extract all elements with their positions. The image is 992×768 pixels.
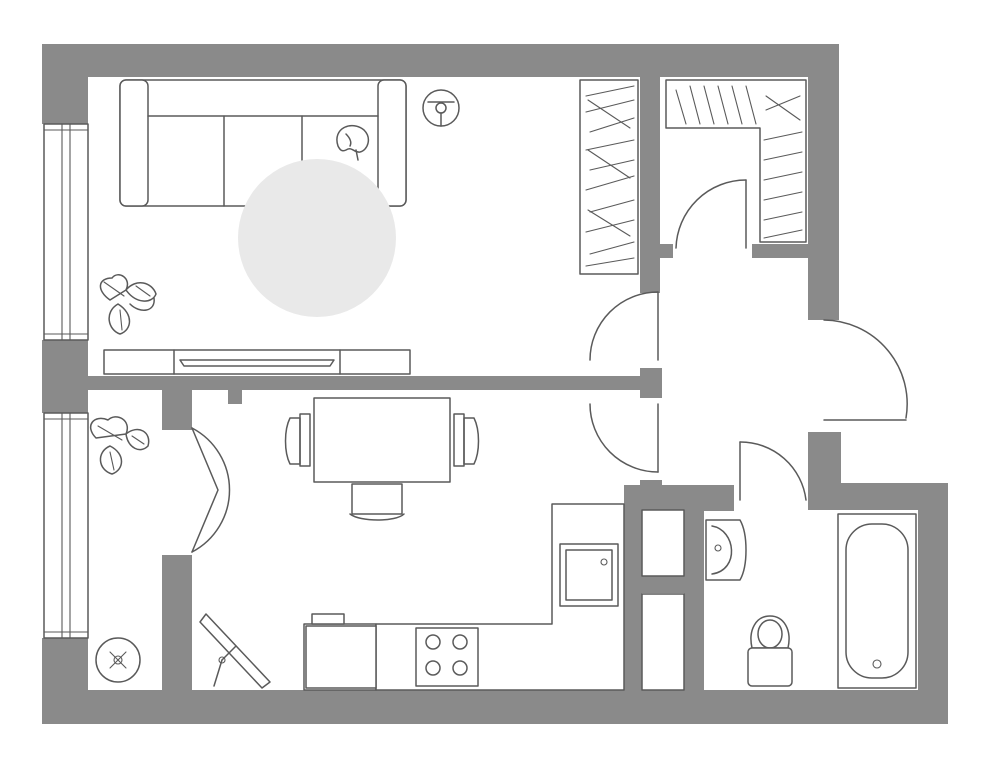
dining-table-icon [313, 397, 451, 483]
dog-icon [336, 125, 370, 161]
floor-lamp-icon [422, 89, 460, 127]
window-icon [43, 412, 89, 639]
round-rug-icon [238, 159, 396, 317]
chair-icon [349, 483, 405, 521]
ironing-board-icon [199, 613, 271, 689]
utility-cabinet-icon [641, 509, 685, 691]
stove-icon [415, 627, 479, 687]
door-icon [191, 179, 908, 553]
bathtub-icon [837, 513, 917, 689]
tv-console-icon [103, 349, 411, 375]
kitchen-sink-icon [559, 543, 619, 607]
plant-icon [99, 274, 157, 335]
walls [42, 44, 948, 724]
washbasin-icon [705, 519, 747, 581]
window-icon [43, 123, 89, 341]
toilet-icon [747, 615, 793, 687]
wardrobe-icon [665, 79, 807, 243]
chair-icon [284, 413, 311, 467]
wardrobe-icon [579, 79, 639, 275]
plant-icon [90, 416, 150, 475]
fridge-icon [305, 625, 377, 689]
chair-icon [453, 413, 480, 467]
floor-drain-icon [95, 637, 141, 683]
